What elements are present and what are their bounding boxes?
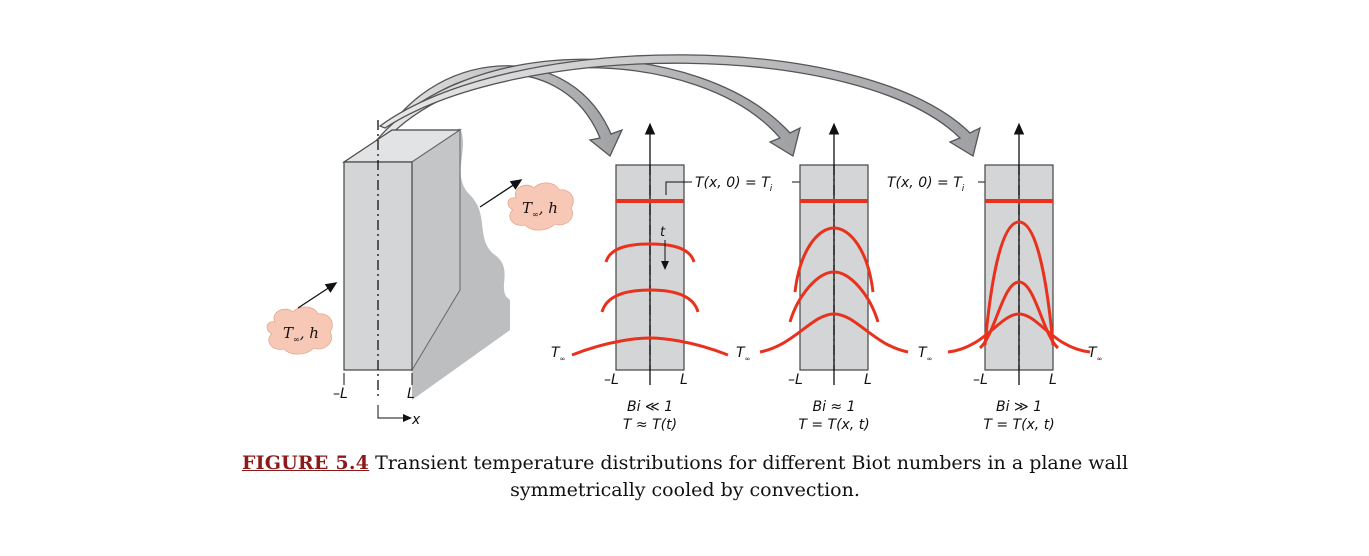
initial-condition-callout-1: T(x, 0) = Ti: [665, 175, 818, 200]
wall-plus-L-label: L: [407, 386, 415, 402]
T-inf-right-sub: ∞: [1097, 355, 1103, 363]
svg-text:T(x, 0) = Ti: T(x, 0) = Ti: [887, 175, 965, 194]
svg-text:T∞, h: T∞, h: [522, 199, 558, 219]
figure-label-link[interactable]: FIGURE 5.4: [241, 452, 370, 474]
profile-curve-2: [600, 288, 700, 313]
x-axis-arrow: [377, 405, 412, 422]
profile-curve-1: [793, 226, 875, 293]
plane-wall-3d: –L L x: [333, 120, 510, 428]
curved-arrow-3: [378, 54, 981, 158]
panel-plus-L: L: [1049, 372, 1057, 388]
svg-text:T∞: T∞: [918, 345, 932, 363]
figure-caption: FIGURE 5.4 Transient temperature distrib…: [200, 450, 1170, 504]
panel-bi-large: T∞ –L L Bi ≫ 1 T = T(x, t): [947, 122, 1102, 433]
cloud-T: T: [283, 324, 294, 342]
wall-minus-L-label: –L: [333, 386, 348, 402]
panel-minus-L: –L: [788, 372, 803, 388]
initial-condition-sub: i: [770, 184, 773, 194]
transfer-arrows: [370, 54, 981, 163]
svg-text:T∞: T∞: [736, 345, 750, 363]
T-inf-right-sub: ∞: [927, 355, 933, 363]
initial-condition-text: T(x, 0) = T: [695, 175, 771, 191]
profile-curve-1: [604, 242, 696, 263]
panel-plus-L: L: [864, 372, 872, 388]
profile-curve-3: [759, 312, 909, 354]
T-inf-right: T: [1088, 345, 1098, 361]
cloud-h: , h: [539, 199, 558, 217]
x-axis-label: x: [411, 412, 421, 428]
svg-text:T(x, 0) = Ti: T(x, 0) = Ti: [695, 175, 773, 194]
cloud-shape: [266, 306, 333, 355]
convection-cloud-right: T∞, h: [479, 179, 574, 231]
T-inf-right-sub: ∞: [745, 355, 751, 363]
T-inf-left: T: [551, 345, 561, 361]
callout-leader: [665, 181, 692, 195]
panel-minus-L: –L: [973, 372, 988, 388]
initial-condition-text: T(x, 0) = T: [887, 175, 963, 191]
profile-curve-1: [983, 220, 1055, 346]
convection-arrow-left: [297, 282, 338, 309]
svg-text:T∞: T∞: [551, 345, 565, 363]
time-arrow-label: t: [660, 225, 666, 240]
panel-bi-small: t T∞ T∞ –L L Bi ≪ 1 T ≈ T(t): [551, 122, 750, 433]
convection-cloud-left: T∞, h: [266, 282, 338, 355]
cloud-T: T: [522, 199, 533, 217]
cloud-T-sub: ∞: [532, 210, 539, 219]
panel-bi-label: Bi ≈ 1: [812, 399, 855, 415]
T-inf-left-sub: ∞: [560, 355, 566, 363]
panel-bi-one: T∞ –L L Bi ≈ 1 T = T(x, t): [759, 122, 932, 433]
panel-bi-label: Bi ≫ 1: [996, 399, 1042, 415]
initial-condition-sub: i: [962, 184, 965, 194]
figure-caption-text: Transient temperature distributions for …: [375, 452, 1129, 501]
panel-plus-L: L: [680, 372, 688, 388]
panel-relation-label: T = T(x, t): [798, 417, 869, 433]
profile-curve-3: [571, 336, 729, 357]
panel-bi-label: Bi ≪ 1: [627, 399, 673, 415]
panel-relation-label: T ≈ T(t): [623, 417, 677, 433]
svg-text:T∞: T∞: [1088, 345, 1102, 363]
profile-curve-2: [978, 280, 1060, 350]
T-inf-right: T: [918, 345, 928, 361]
cloud-shape: [507, 182, 574, 231]
profile-curve-3: [947, 312, 1091, 354]
panel-minus-L: –L: [604, 372, 619, 388]
convection-arrow-right: [479, 179, 523, 208]
cloud-T-sub: ∞: [293, 335, 300, 344]
panel-relation-label: T = T(x, t): [983, 417, 1054, 433]
profile-curve-2: [788, 270, 880, 323]
cloud-h: , h: [300, 324, 319, 342]
T-inf-right: T: [736, 345, 746, 361]
svg-text:T∞, h: T∞, h: [283, 324, 319, 344]
